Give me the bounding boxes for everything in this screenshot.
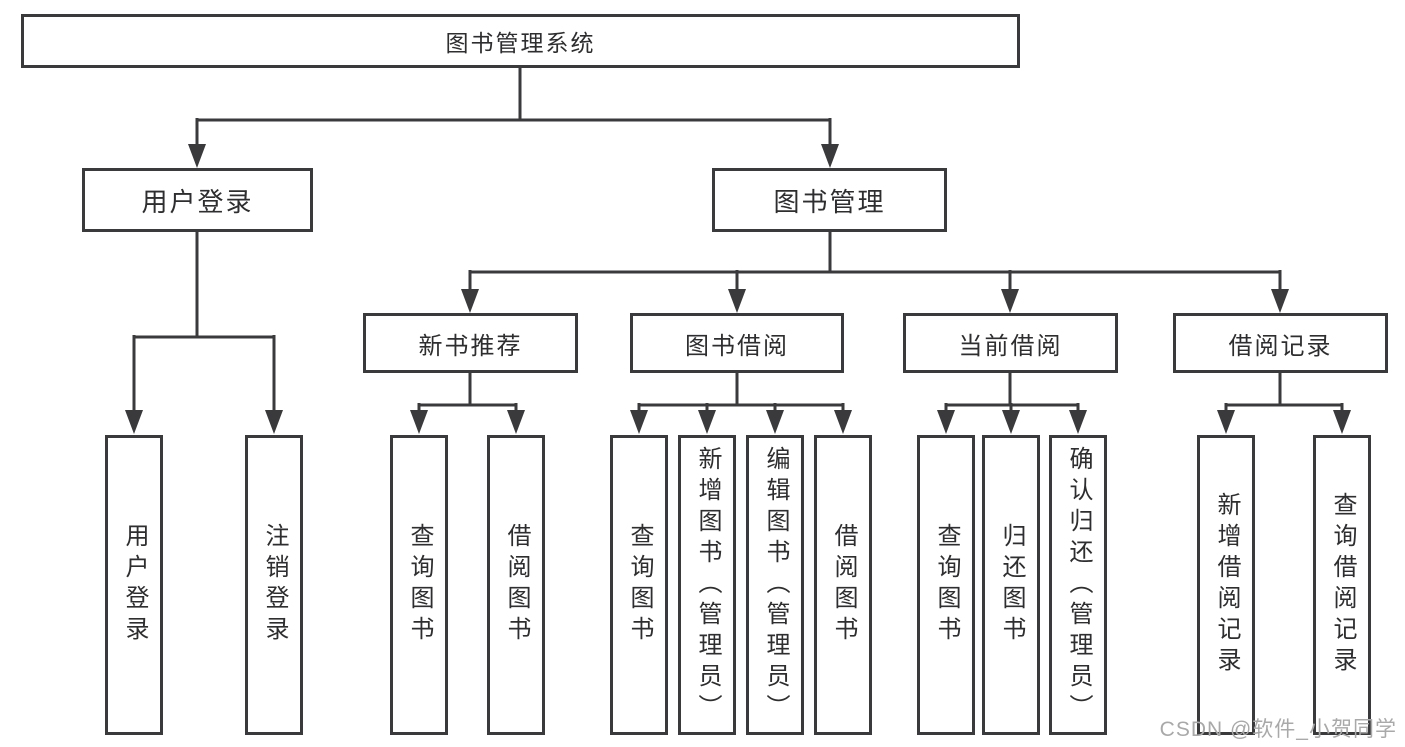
node-borrowing-records: 借阅记录: [1173, 313, 1388, 373]
connector-root-to-level2: [188, 66, 839, 168]
connector-borrow-records-to-leaves: [1217, 371, 1351, 434]
leaf-cb-confirm-return-admin: 确认归还（管理员）: [1049, 435, 1107, 735]
node-new-book-recommend: 新书推荐: [363, 313, 578, 373]
leaf-cb-return-books: 归还图书: [982, 435, 1040, 735]
connector-new-book-rec-to-leaves: [410, 371, 525, 434]
node-book-management: 图书管理: [712, 168, 947, 232]
leaf-bb-query-books: 查询图书: [610, 435, 668, 735]
node-book-borrowing: 图书借阅: [630, 313, 844, 373]
leaf-logout: 注销登录: [245, 435, 303, 735]
leaf-nbr-query-books: 查询图书: [390, 435, 448, 735]
connector-current-borrow-to-leaves: [937, 371, 1087, 434]
connector-book-borrow-to-leaves: [630, 371, 852, 434]
node-library-management-system: 图书管理系统: [21, 14, 1020, 68]
leaf-cb-query-books: 查询图书: [917, 435, 975, 735]
leaf-bb-borrow-books: 借阅图书: [814, 435, 872, 735]
leaf-br-query-record: 查询借阅记录: [1313, 435, 1371, 735]
connector-user-login-to-leaves: [125, 230, 283, 434]
leaf-nbr-borrow-books: 借阅图书: [487, 435, 545, 735]
node-user-login: 用户登录: [82, 168, 313, 232]
connector-book-mgmt-to-sections: [461, 230, 1289, 313]
leaf-br-add-record: 新增借阅记录: [1197, 435, 1255, 735]
leaf-user-login: 用户登录: [105, 435, 163, 735]
node-current-borrowing: 当前借阅: [903, 313, 1118, 373]
leaf-bb-add-books-admin: 新增图书（管理员）: [678, 435, 736, 735]
csdn-watermark: CSDN @软件_小贺同学: [1159, 718, 1397, 741]
leaf-bb-edit-books-admin: 编辑图书（管理员）: [746, 435, 804, 735]
